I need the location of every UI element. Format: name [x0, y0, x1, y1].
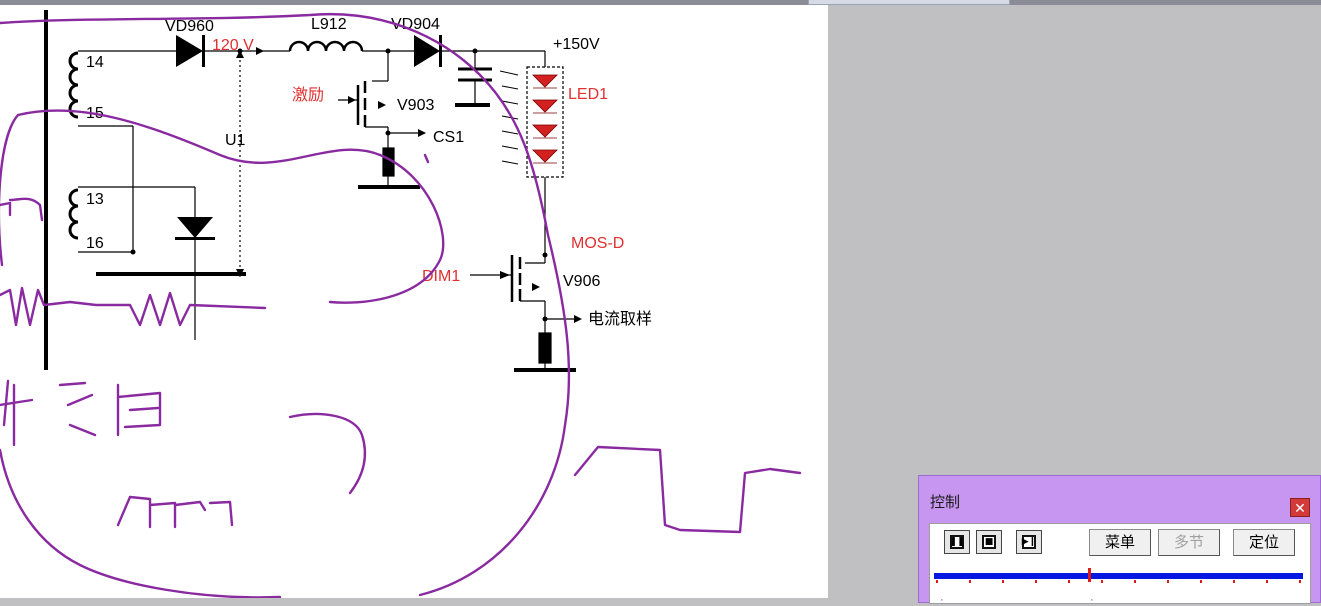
progress-thumb[interactable] [1087, 568, 1091, 582]
label-u1: U1 [225, 132, 246, 149]
progress-tick [1200, 580, 1202, 583]
label-120v: 120 V [212, 37, 254, 54]
label-pin13: 13 [86, 191, 104, 208]
led-chain [532, 74, 558, 164]
light-arrows [499, 70, 519, 165]
label-vd904: VD904 [391, 16, 440, 33]
hand-annotations [0, 12, 802, 598]
label-vd960: VD960 [165, 18, 214, 35]
progress-tick [969, 580, 971, 583]
progress-tick [1299, 580, 1301, 583]
circuit-diagram: VD960 120 V L912 VD904 +150V 14 15 13 16… [0, 10, 802, 598]
partial-label-mid: · [1090, 594, 1094, 606]
label-l912: L912 [311, 16, 347, 33]
locate-button[interactable]: 定位 [1233, 529, 1295, 556]
progress-tick [936, 580, 938, 583]
inductor-l912 [288, 40, 364, 52]
diode-rectifier [177, 217, 213, 238]
progress-tick [1035, 580, 1037, 583]
progress-tick [1101, 580, 1103, 583]
winding-top [68, 51, 79, 119]
label-current-sample: 电流取样 [588, 309, 652, 328]
progress-tick [1068, 580, 1070, 583]
label-v906: V906 [563, 273, 600, 290]
partial-label-left: · [940, 594, 944, 606]
menu-button[interactable]: 菜单 [1089, 529, 1151, 556]
multi-section-button[interactable]: 多节 [1158, 529, 1220, 556]
pause-button[interactable]: ❚❚ [944, 530, 970, 554]
control-panel: 控制 ✕ ❚❚ ■ ▶❙ 菜单 多节 定位 · · [918, 475, 1321, 606]
diode-vd904 [414, 35, 440, 67]
label-led1: LED1 [568, 86, 608, 103]
resistor-v906 [538, 332, 552, 364]
wires [44, 10, 576, 372]
label-excite: 激励 [292, 86, 324, 104]
label-plus150: +150V [553, 36, 600, 53]
close-icon[interactable]: ✕ [1290, 498, 1310, 517]
control-panel-title: 控制 [930, 494, 961, 511]
progress-tick [1134, 580, 1136, 583]
label-mosd: MOS-D [571, 235, 624, 252]
diode-vd960 [176, 35, 203, 67]
top-tab[interactable] [808, 0, 1010, 5]
label-pin14: 14 [86, 54, 104, 71]
progress-tick [1167, 580, 1169, 583]
progress-track[interactable] [934, 573, 1303, 579]
progress-tick [1233, 580, 1235, 583]
pause-icon: ❚❚ [949, 535, 965, 549]
stop-button[interactable]: ■ [976, 530, 1002, 554]
drawing-canvas[interactable]: VD960 120 V L912 VD904 +150V 14 15 13 16… [0, 5, 828, 598]
label-v903: V903 [397, 97, 434, 114]
progress-tick [1266, 580, 1268, 583]
winding-bottom [68, 188, 79, 240]
step-forward-button[interactable]: ▶❙ [1016, 530, 1042, 554]
step-forward-icon: ▶❙ [1021, 535, 1037, 549]
stop-icon: ■ [982, 535, 996, 549]
label-pin16: 16 [86, 235, 104, 252]
led-array-box [526, 66, 564, 178]
progress-tick [1002, 580, 1004, 583]
control-panel-body: ❚❚ ■ ▶❙ 菜单 多节 定位 · · [929, 523, 1311, 606]
label-cs1: CS1 [433, 129, 464, 146]
app-top-bar [0, 0, 1321, 5]
